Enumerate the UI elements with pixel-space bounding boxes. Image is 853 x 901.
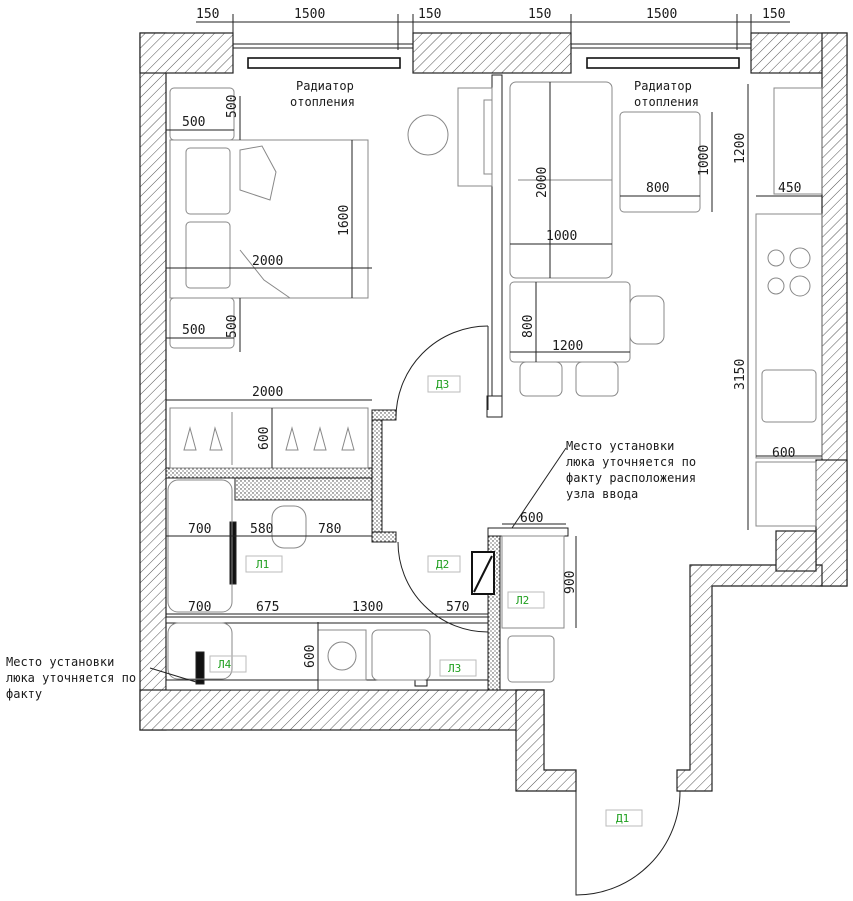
radiator-1 — [247, 57, 401, 69]
entry-node-line-1: Место установки — [566, 439, 674, 453]
door-tag-d3: Д3 — [436, 378, 449, 391]
bed-length: 2000 — [252, 254, 283, 269]
bathtub — [167, 479, 233, 613]
plant-pot — [407, 114, 449, 156]
hall-depth: 900 — [563, 571, 578, 594]
doors — [395, 325, 681, 896]
windows — [233, 43, 751, 49]
annotation-labels: Радиатор отопления Радиатор отопления Ме… — [6, 79, 699, 701]
nightstand-w-top: 500 — [182, 115, 205, 130]
fridge — [755, 461, 817, 527]
bed — [169, 139, 369, 299]
hall-cabinet — [501, 535, 565, 629]
armchair — [619, 111, 701, 213]
table-length: 1200 — [552, 339, 583, 354]
hatch-left-line-3: факту — [6, 687, 42, 701]
wardrobe-depth: 600 — [257, 427, 272, 450]
bath-dim-7: 570 — [446, 600, 469, 615]
dimension-labels: 150 1500 150 150 1500 150 500 500 2000 1… — [182, 7, 801, 668]
exterior-walls — [139, 32, 848, 792]
dimension-lines — [149, 14, 822, 690]
nightstand-h-bottom: 500 — [225, 315, 240, 338]
bathtub-2 — [167, 622, 233, 680]
entry-node-line-4: узла ввода — [566, 487, 638, 501]
armchair-width: 800 — [646, 181, 669, 196]
hatch-tag-l3: Л3 — [448, 662, 461, 675]
tags: Д3 Д2 Д1 Л1 Л2 Л3 Л4 — [209, 375, 643, 827]
hatch-left-line-2: люка уточняется по — [6, 671, 136, 685]
top-dim-5: 1500 — [646, 7, 677, 22]
door-tag-d1: Д1 — [616, 812, 629, 825]
bath-dim-6: 1300 — [352, 600, 383, 615]
sink — [371, 629, 431, 681]
top-dim-4: 150 — [528, 7, 551, 22]
washer — [317, 629, 367, 681]
kitchen-length: 3150 — [733, 359, 748, 390]
wardrobe — [169, 407, 369, 469]
nightstand-bottom — [169, 297, 235, 349]
entry-node-line-2: люка уточняется по — [566, 455, 696, 469]
bath-dim-2: 580 — [250, 522, 273, 537]
radiator-2 — [586, 57, 740, 69]
top-dim-1: 150 — [196, 7, 219, 22]
sofa-length: 2000 — [535, 167, 550, 198]
radiator-1-line-1: Радиатор — [296, 79, 354, 93]
kitchen-depth: 450 — [778, 181, 801, 196]
bath-dim-1: 700 — [188, 522, 211, 537]
toilet — [271, 505, 307, 549]
top-dim-6: 150 — [762, 7, 785, 22]
nightstand-h-top: 500 — [225, 95, 240, 118]
bed-width: 1600 — [337, 205, 352, 236]
radiator-2-line-1: Радиатор — [634, 79, 692, 93]
top-dim-3: 150 — [418, 7, 441, 22]
washer-dim: 600 — [303, 645, 318, 668]
hatch-tag-l1: Л1 — [256, 558, 269, 571]
bath-dim-3: 780 — [318, 522, 341, 537]
hatch-tag-l4: Л4 — [218, 658, 232, 671]
nightstand-w-bottom: 500 — [182, 323, 205, 338]
entry-node-line-3: факту расположения — [566, 471, 696, 485]
hatch-tag-l2: Л2 — [516, 594, 529, 607]
radiators — [247, 57, 740, 69]
interior-walls — [165, 74, 569, 691]
door-tag-d2: Д2 — [436, 558, 449, 571]
bath-dim-4: 700 — [188, 600, 211, 615]
wardrobe-length: 2000 — [252, 385, 283, 400]
table-depth: 800 — [521, 315, 536, 338]
kitchen-counter — [755, 213, 823, 459]
hatch-left-line-1: Место установки — [6, 655, 114, 669]
bath-dim-5: 675 — [256, 600, 279, 615]
top-dim-2: 1500 — [294, 7, 325, 22]
sofa-depth: 1000 — [546, 229, 577, 244]
fridge-width: 600 — [772, 446, 795, 461]
kitchen-upper: 1200 — [733, 133, 748, 164]
armchair-depth: 1000 — [697, 145, 712, 176]
radiator-2-line-2: отопления — [634, 95, 699, 109]
hall-width: 600 — [520, 511, 543, 526]
radiator-1-line-2: отопления — [290, 95, 355, 109]
furniture — [167, 81, 823, 683]
